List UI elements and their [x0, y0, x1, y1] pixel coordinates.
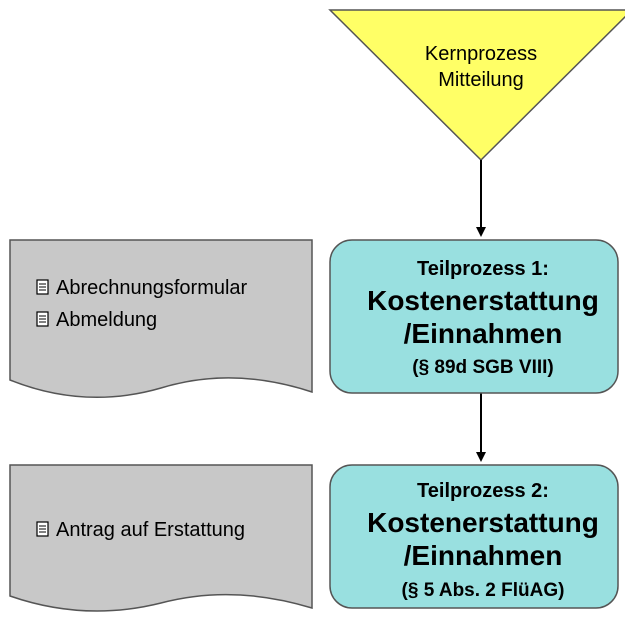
document-1-item-2: Abmeldung [56, 309, 157, 331]
document-shape-1: Abrechnungsformular Abmeldung [9, 239, 313, 398]
process-box-1: Teilprozess 1: Kostenerstattung /Einnahm… [329, 239, 619, 394]
process-box-2: Teilprozess 2: Kostenerstattung /Einnahm… [329, 464, 619, 609]
process-1-law: (§ 89d SGB VIII) [412, 357, 553, 378]
process-1-title-line2: /Einnahmen [404, 318, 563, 349]
process-2-law: (§ 5 Abs. 2 FlüAG) [402, 580, 565, 601]
process-2-title-line2: /Einnahmen [404, 540, 563, 571]
process-2-header: Teilprozess 2: [417, 480, 549, 502]
process-1-header: Teilprozess 1: [417, 258, 549, 280]
document-icon [36, 521, 49, 537]
document-icon [36, 311, 49, 327]
document-1-item-1: Abrechnungsformular [56, 277, 248, 299]
document-shape-2: Antrag auf Erstattung [9, 464, 313, 612]
triangle-label-line2: Mitteilung [438, 69, 524, 91]
triangle-label-line1: Kernprozess [425, 43, 537, 65]
document-2-item-1: Antrag auf Erstattung [56, 519, 245, 541]
process-1-title-line1: Kostenerstattung [367, 285, 599, 316]
start-triangle: Kernprozess Mitteilung [328, 9, 625, 162]
process-2-title-line1: Kostenerstattung [367, 507, 599, 538]
document-icon [36, 279, 49, 295]
